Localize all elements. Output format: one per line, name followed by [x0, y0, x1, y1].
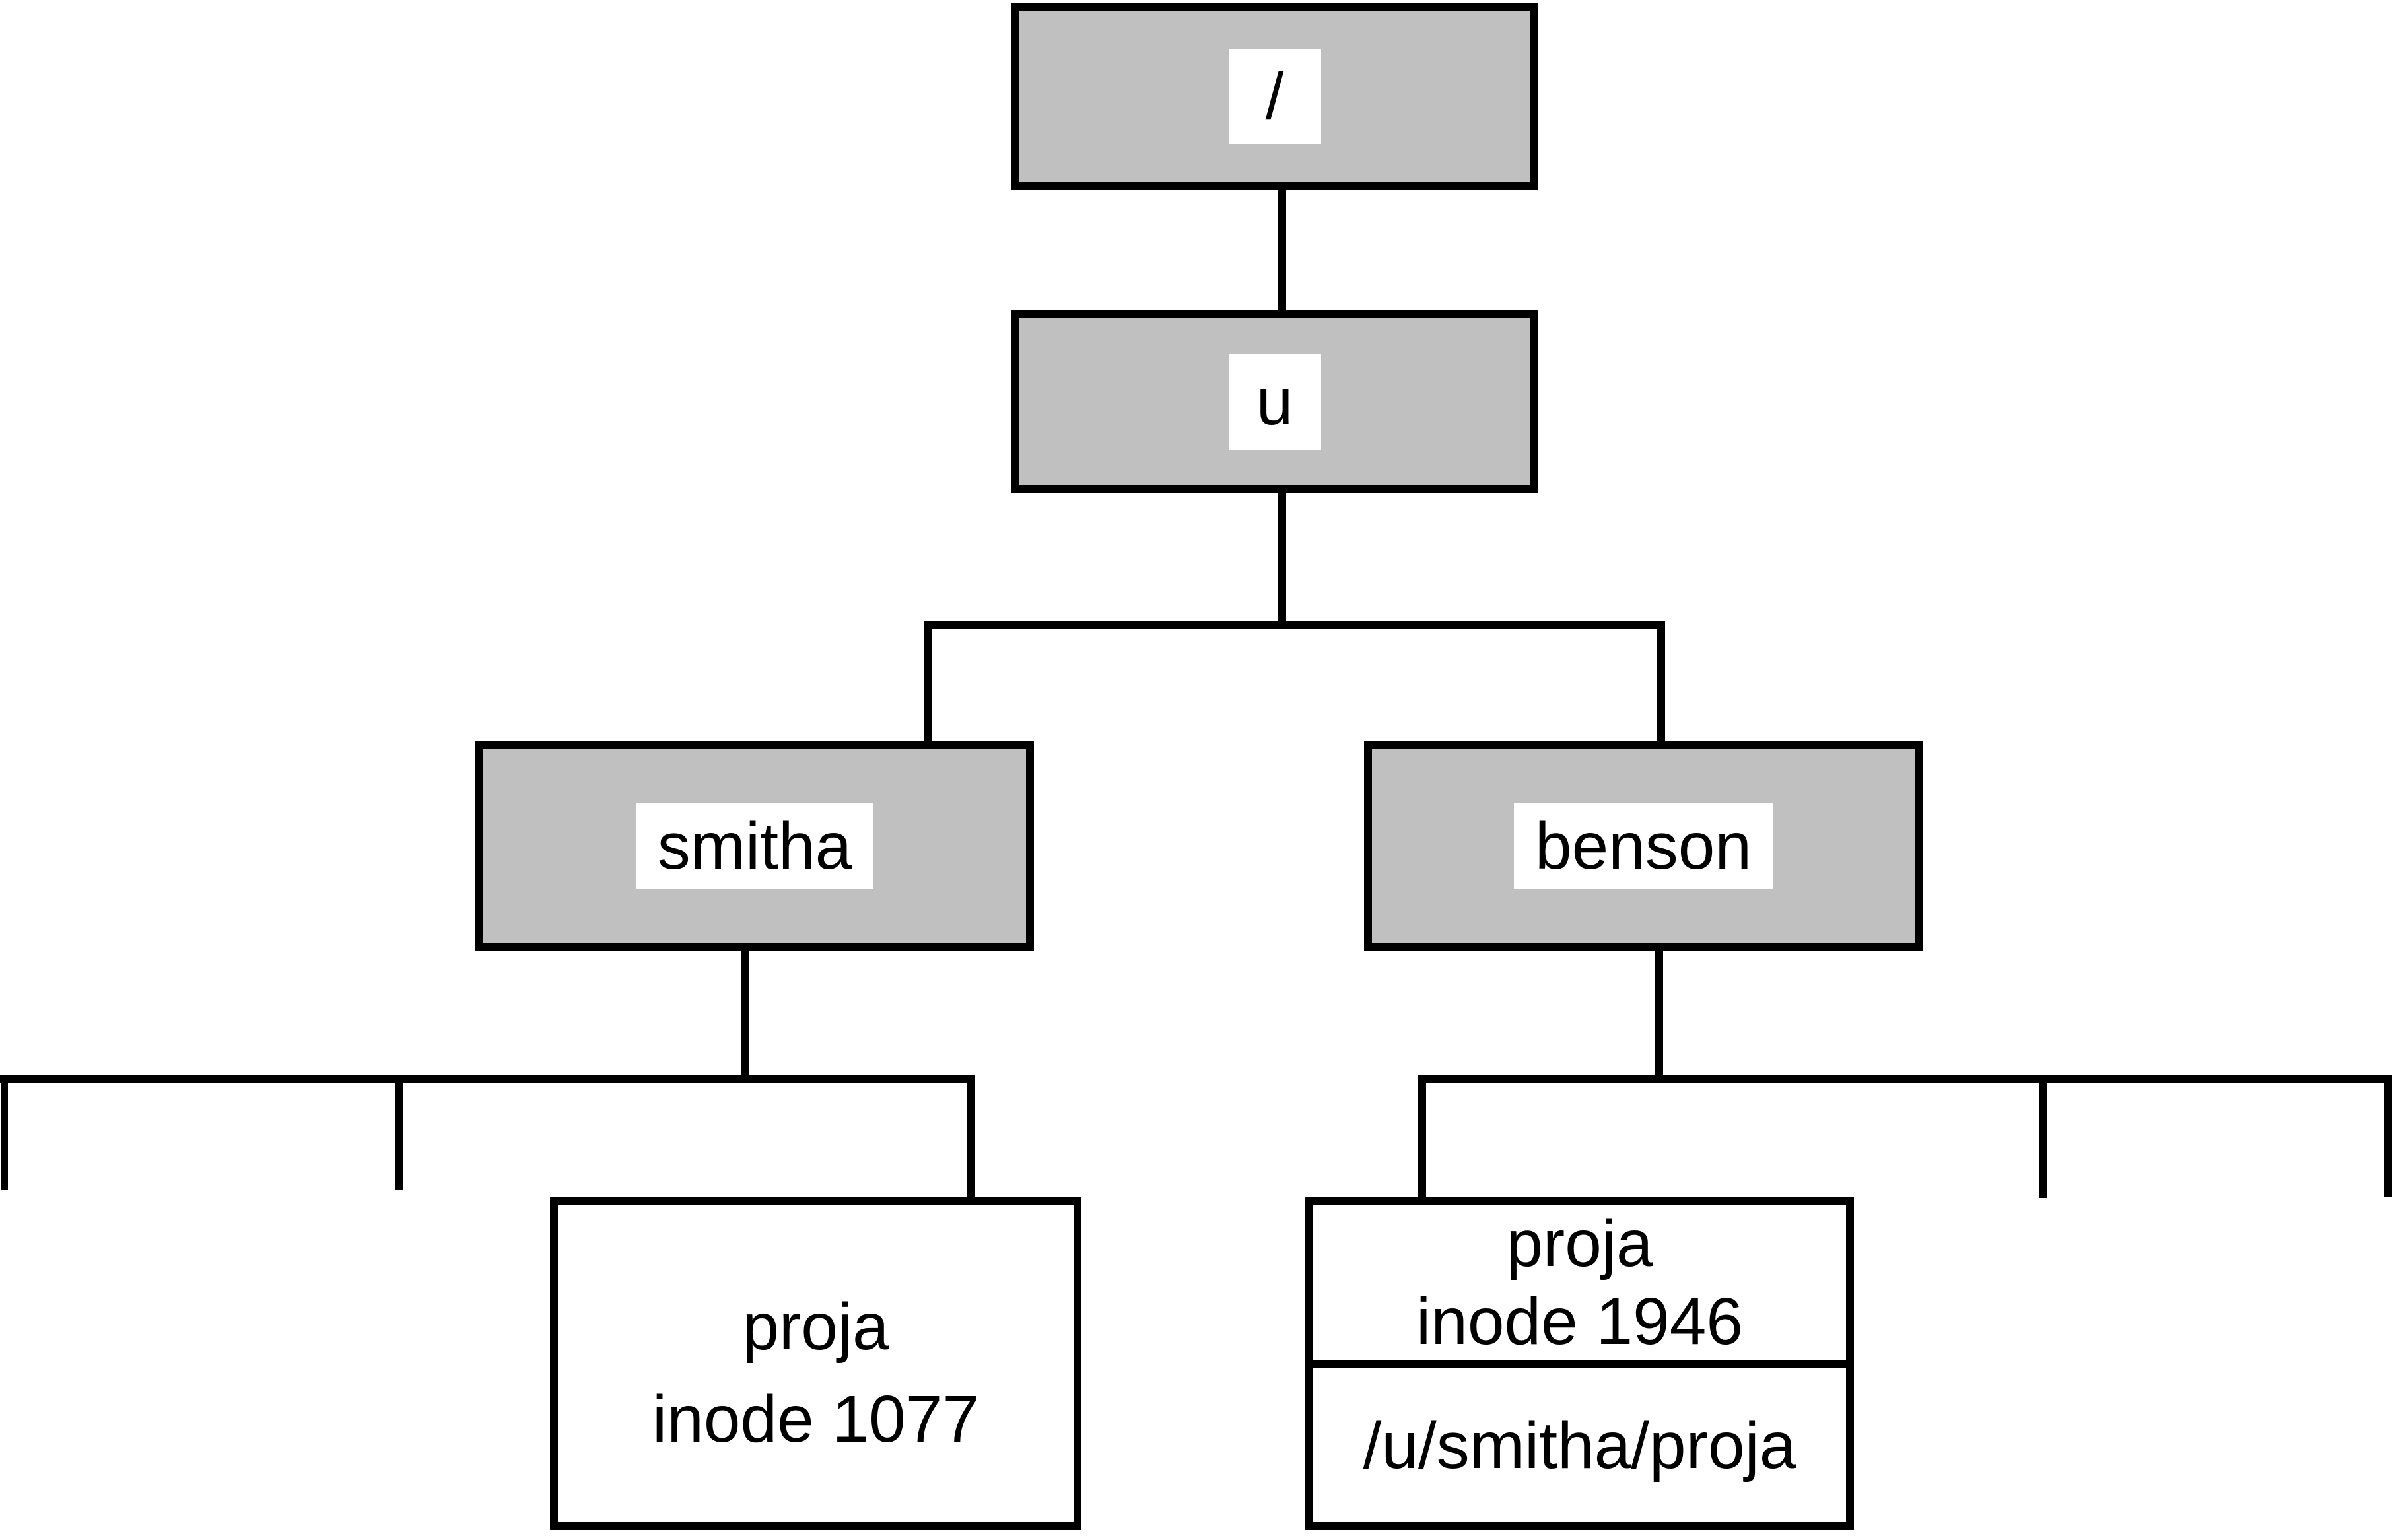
node-u-directory: u — [1011, 310, 1538, 493]
proja-benson-inode: inode 1946 — [1416, 1285, 1743, 1358]
proja-smitha-name: proja — [742, 1289, 889, 1364]
connector-rail-to-proja-benson — [1418, 1083, 1426, 1197]
node-benson-directory: benson — [1364, 741, 1923, 951]
proja-benson-link-target: /u/smitha/proja — [1363, 1408, 1796, 1483]
proja-smitha-inode: inode 1077 — [652, 1382, 979, 1456]
connector-benson-down — [1655, 951, 1663, 1075]
node-smitha-directory: smitha — [475, 741, 1034, 951]
connector-rail-to-proja-smitha — [967, 1083, 975, 1197]
connector-rail-to-benson — [1657, 629, 1665, 741]
node-proja-symlink-benson: proja inode 1946 /u/smitha/proja — [1305, 1197, 1854, 1530]
connector-root-to-u — [1278, 190, 1286, 310]
node-u-label: u — [1228, 354, 1321, 450]
symlink-divider — [1313, 1360, 1846, 1368]
node-benson-label: benson — [1513, 803, 1773, 889]
connector-smitha-child-stub-2 — [395, 1083, 403, 1190]
node-root-label: / — [1228, 49, 1321, 144]
connector-benson-child-stub-1 — [2039, 1083, 2047, 1198]
connector-benson-child-stub-2 — [2384, 1083, 2392, 1197]
proja-benson-name: proja — [1506, 1207, 1653, 1281]
node-proja-file-smitha: proja inode 1077 — [550, 1197, 1081, 1530]
connector-smitha-child-stub-1 — [1, 1083, 8, 1190]
proja-benson-header: proja inode 1946 — [1313, 1205, 1846, 1360]
node-root-directory: / — [1011, 3, 1538, 190]
node-smitha-label: smitha — [636, 803, 873, 889]
connector-rail-to-smitha — [924, 629, 932, 741]
proja-smitha-content: proja inode 1077 — [558, 1205, 1074, 1522]
connector-u-down — [1278, 493, 1286, 621]
connector-benson-children-rail — [1418, 1075, 2392, 1083]
connector-u-children-rail — [924, 621, 1665, 629]
proja-benson-link: /u/smitha/proja — [1313, 1368, 1846, 1522]
connector-smitha-children-rail — [0, 1075, 975, 1083]
connector-smitha-down — [741, 951, 749, 1075]
